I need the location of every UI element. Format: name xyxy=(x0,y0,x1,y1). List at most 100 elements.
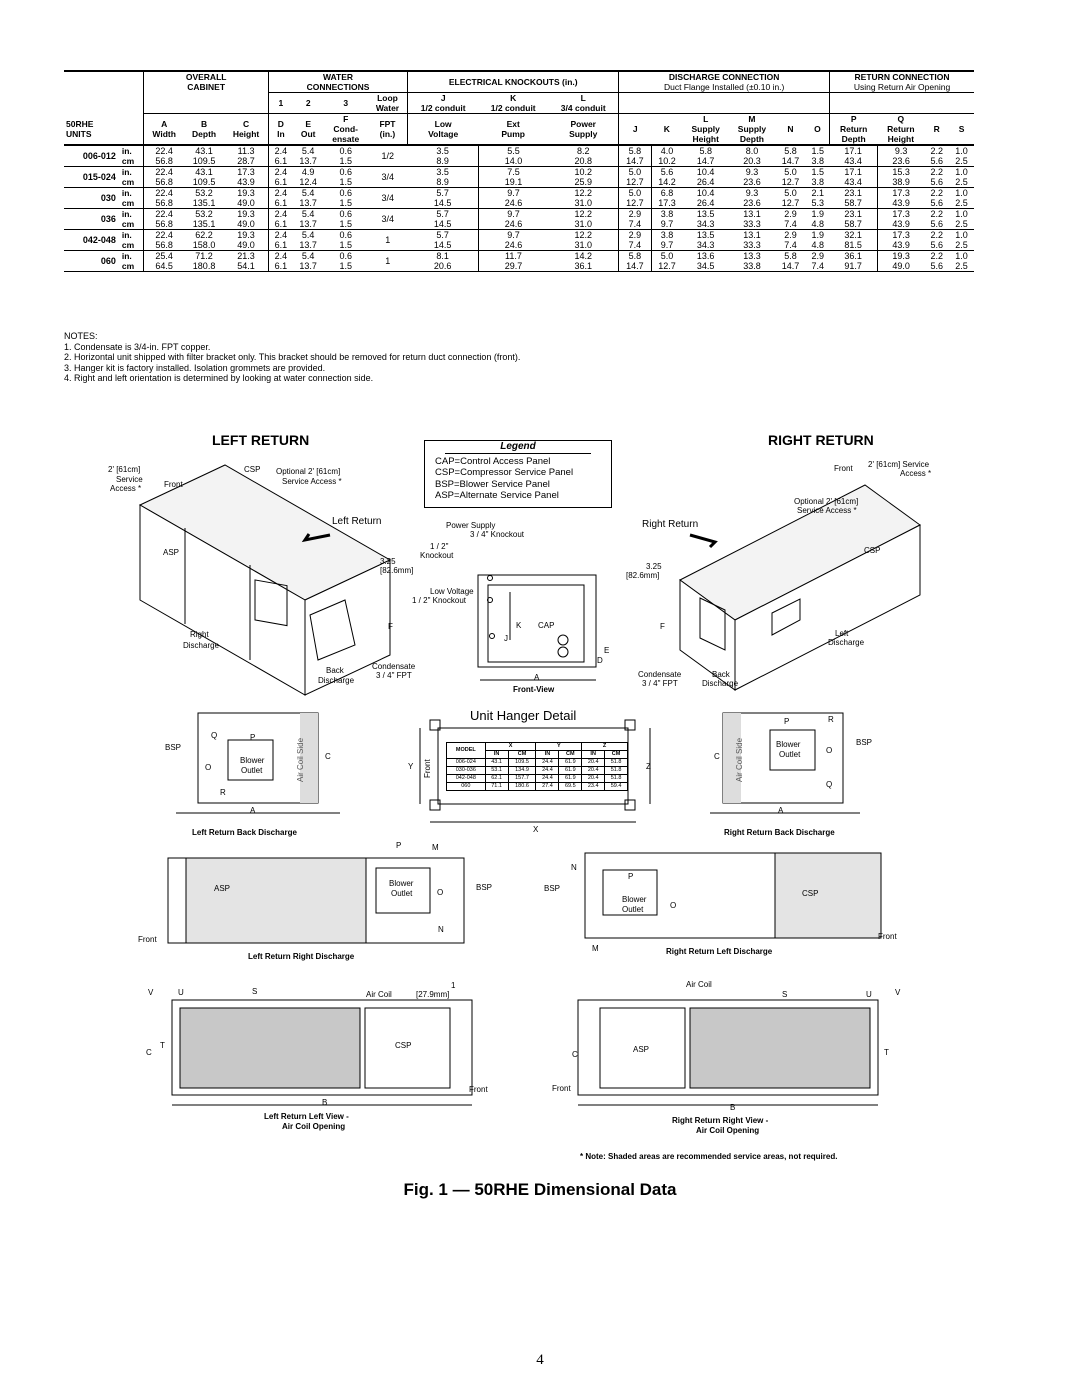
value-cell: 43.4 xyxy=(829,177,878,188)
value-cell: 8.9 xyxy=(407,156,479,167)
value-cell: 31.0 xyxy=(548,240,619,251)
optional-right: Optional 2' [61cm] xyxy=(794,497,859,506)
value-cell: 43.9 xyxy=(876,198,925,209)
value-cell: 6.8 xyxy=(650,187,683,198)
value-cell: 5.8 xyxy=(618,145,652,156)
value-cell: 14.5 xyxy=(407,198,479,209)
value-cell: 14.5 xyxy=(407,219,479,230)
value-cell: 9.7 xyxy=(650,240,683,251)
power-supply-label: Power Supply xyxy=(446,521,496,530)
value-cell: 49.0 xyxy=(876,261,925,272)
value-cell: 2.9 xyxy=(618,208,652,219)
p-label-left: P xyxy=(250,733,256,742)
units-header xyxy=(64,70,144,114)
value-cell: 158.0 xyxy=(183,240,225,251)
value-cell: 1.0 xyxy=(955,188,968,198)
value-cell: 2.9 xyxy=(811,251,824,261)
value-cell: 26.4 xyxy=(682,198,729,209)
value-cell: 12.2 xyxy=(574,188,592,198)
value-cell: 2.9 xyxy=(784,209,797,219)
asp-label-left: ASP xyxy=(163,548,180,557)
unit-cell: in. xyxy=(121,251,132,261)
hanger-in-2: IN xyxy=(535,750,560,759)
value-cell: 31.0 xyxy=(548,219,619,230)
dimensional-drawings xyxy=(138,464,921,1106)
model-cell: 042-048 xyxy=(64,229,120,251)
right-return-left-discharge-drawing xyxy=(584,852,882,939)
right-discharge-label: Right xyxy=(190,630,209,639)
value-cell: 1.0 xyxy=(955,209,968,219)
value-cell: 9.7 xyxy=(477,208,549,219)
value-cell: 8.9 xyxy=(407,177,479,188)
value-cell: 5.8 xyxy=(784,146,797,156)
value-cell: 0.6 xyxy=(339,188,352,198)
value-cell: 21.3 xyxy=(237,251,255,261)
value-cell: 5.0 xyxy=(618,166,652,177)
outlet-label-lrrd: Outlet xyxy=(391,889,413,898)
p-label-rrld: P xyxy=(628,872,634,881)
value-cell: 13.7 xyxy=(292,219,324,230)
value-cell: 8.1 xyxy=(436,251,449,261)
value-cell: 31.0 xyxy=(548,198,619,209)
back-label-right: Back xyxy=(712,670,730,679)
value-cell: 12.7 xyxy=(618,177,652,188)
j-label: J xyxy=(504,634,508,643)
right-return-back-discharge-drawing xyxy=(710,712,860,814)
value-cell: 10.2 xyxy=(650,156,683,167)
right-return-right-view-label: Right Return Right View - xyxy=(672,1116,769,1125)
blower-label-rrld: Blower xyxy=(622,895,647,904)
value-cell: 14.7 xyxy=(618,261,652,272)
value-cell: 36.1 xyxy=(548,261,619,272)
knockout-label: Knockout xyxy=(420,551,454,560)
value-cell: 5.8 xyxy=(699,146,712,156)
value-cell: 43.1 xyxy=(195,167,213,177)
value-cell: 2.2 xyxy=(930,251,943,261)
value-cell: 17.3 xyxy=(876,187,925,198)
model-cell: 030 xyxy=(64,187,120,209)
value-cell: 26.4 xyxy=(682,177,729,188)
value-cell: 49.0 xyxy=(224,219,269,230)
a-label-front: A xyxy=(534,673,540,682)
service-2ft-left: 2' [61cm] xyxy=(108,465,141,474)
value-cell: 1.0 xyxy=(955,146,968,156)
o-label-right: O xyxy=(826,746,833,755)
unit-cell: cm xyxy=(119,219,144,230)
outlet-label-right: Outlet xyxy=(779,750,801,759)
value-cell: 6.1 xyxy=(267,261,293,272)
value-cell: 135.1 xyxy=(183,219,225,230)
col-fpt: FPT(in.) xyxy=(367,113,408,146)
right-return-left-label: Right Return Left Discharge xyxy=(666,947,773,956)
value-cell: 43.1 xyxy=(195,146,213,156)
col-S: S xyxy=(949,113,974,146)
value-cell: 1.5 xyxy=(811,167,824,177)
right-return-back-label: Right Return Back Discharge xyxy=(724,828,835,837)
cap-label: CAP xyxy=(538,621,555,630)
r-label-left: R xyxy=(220,788,226,797)
hanger-cm-2: CM xyxy=(558,750,583,759)
value-cell: 81.5 xyxy=(829,240,878,251)
value-cell: 58.7 xyxy=(829,198,878,209)
value-cell: 49.0 xyxy=(224,240,269,251)
value-cell: 3.8 xyxy=(805,156,830,167)
value-cell: 25.4 xyxy=(143,250,184,261)
asp-label-lrrd: ASP xyxy=(214,884,231,893)
value-cell: 12.2 xyxy=(574,209,592,219)
hanger-cell: 24.4 xyxy=(535,758,560,767)
value-cell: 56.8 xyxy=(143,156,184,167)
value-cell: 2.2 xyxy=(930,146,943,156)
value-cell: 5.0 xyxy=(784,188,797,198)
front-label-right: Front xyxy=(834,464,853,473)
service-access-right: Service Access * xyxy=(797,506,857,515)
value-cell: 3.8 xyxy=(650,208,683,219)
value-cell: 34.5 xyxy=(682,261,729,272)
value-cell: 5.8 xyxy=(618,250,652,261)
